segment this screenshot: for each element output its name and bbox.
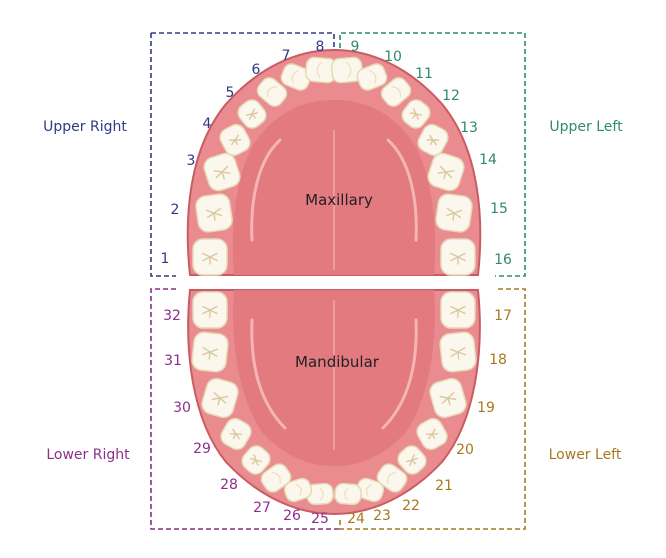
- tooth-number-2: 2: [171, 202, 180, 218]
- upper-right-label: Upper Right: [43, 119, 127, 135]
- tooth-27: [260, 463, 292, 493]
- tooth-17: [440, 291, 476, 329]
- tooth-9: [330, 56, 364, 84]
- tooth-number-7: 7: [282, 48, 291, 64]
- tooth-14: [427, 152, 465, 192]
- lower-right-label: Lower Right: [46, 447, 130, 463]
- tooth-number-15: 15: [490, 201, 508, 217]
- tooth-number-23: 23: [373, 508, 391, 524]
- tooth-number-14: 14: [479, 152, 497, 168]
- maxillary-label: Maxillary: [305, 191, 373, 209]
- upper-left-frame: [339, 32, 526, 277]
- mandibular-label: Mandibular: [295, 353, 380, 371]
- tooth-16: [440, 238, 476, 276]
- upper-teeth: [192, 56, 476, 276]
- tooth-number-16: 16: [494, 252, 512, 268]
- tooth-31: [191, 331, 229, 373]
- tooth-24: [334, 482, 362, 506]
- tooth-21: [397, 445, 427, 475]
- lower-right-numbers: 25 26 27 28 29 30 31 32: [163, 308, 329, 527]
- tooth-7: [280, 63, 312, 91]
- tooth-number-3: 3: [187, 153, 196, 169]
- tooth-19: [429, 377, 467, 419]
- palate-highlight-left: [250, 138, 282, 242]
- tooth-number-22: 22: [402, 498, 420, 514]
- upper-right-numbers: 1 2 3 4 5 6 7 8: [161, 39, 325, 267]
- tooth-5: [237, 99, 267, 129]
- tooth-number-10: 10: [384, 49, 402, 65]
- tooth-number-18: 18: [489, 352, 507, 368]
- tooth-number-13: 13: [460, 120, 478, 136]
- upper-right-frame: [150, 32, 335, 277]
- tooth-number-12: 12: [442, 88, 460, 104]
- tooth-number-30: 30: [173, 400, 191, 416]
- tooth-number-32: 32: [163, 308, 181, 324]
- tooth-number-25: 25: [311, 511, 329, 527]
- tooth-18: [439, 331, 477, 373]
- tooth-number-24: 24: [347, 511, 365, 527]
- lower-left-frame: [339, 288, 526, 530]
- tooth-15: [435, 193, 473, 233]
- tooth-12: [401, 99, 431, 129]
- tooth-number-5: 5: [226, 85, 235, 101]
- tooth-30: [201, 377, 239, 419]
- tooth-number-4: 4: [203, 116, 212, 132]
- tooth-3: [203, 152, 241, 192]
- tooth-number-6: 6: [252, 62, 261, 78]
- tooth-number-20: 20: [456, 442, 474, 458]
- tooth-number-27: 27: [253, 500, 271, 516]
- lower-left-numbers: 17 18 19 20 21 22 23 24: [347, 308, 512, 527]
- tooth-number-9: 9: [351, 39, 360, 55]
- tooth-number-26: 26: [283, 508, 301, 524]
- lower-left-label: Lower Left: [549, 447, 622, 463]
- tooth-22: [376, 463, 408, 493]
- tooth-2: [195, 193, 233, 233]
- upper-left-label: Upper Left: [549, 119, 623, 135]
- tooth-20: [416, 417, 448, 451]
- lower-teeth: [191, 291, 477, 506]
- tooth-11: [380, 77, 412, 107]
- tooth-10: [356, 63, 388, 91]
- floor-highlight-right: [381, 318, 418, 430]
- tooth-1: [192, 238, 228, 276]
- tooth-6: [256, 77, 288, 107]
- tooth-26: [283, 477, 313, 503]
- tooth-25: [306, 482, 334, 506]
- tooth-number-19: 19: [477, 400, 495, 416]
- lower-arch: [187, 289, 481, 516]
- tooth-13: [417, 123, 449, 157]
- palate-highlight-right: [386, 138, 418, 242]
- tooth-32: [192, 291, 228, 329]
- tooth-28: [241, 445, 271, 475]
- tooth-number-28: 28: [220, 477, 238, 493]
- floor-highlight-left: [250, 318, 287, 430]
- upper-left-numbers: 9 10 11 12 13 14 15 16: [351, 39, 512, 268]
- tooth-number-17: 17: [494, 308, 512, 324]
- tooth-number-1: 1: [161, 251, 170, 267]
- tooth-number-31: 31: [164, 353, 182, 369]
- upper-arch: [186, 48, 482, 276]
- tooth-29: [220, 417, 252, 451]
- lower-right-frame: [150, 288, 340, 530]
- tooth-4: [219, 123, 251, 157]
- tooth-number-21: 21: [435, 478, 453, 494]
- tooth-number-29: 29: [193, 441, 211, 457]
- tooth-number-11: 11: [415, 66, 433, 82]
- tooth-number-8: 8: [316, 39, 325, 55]
